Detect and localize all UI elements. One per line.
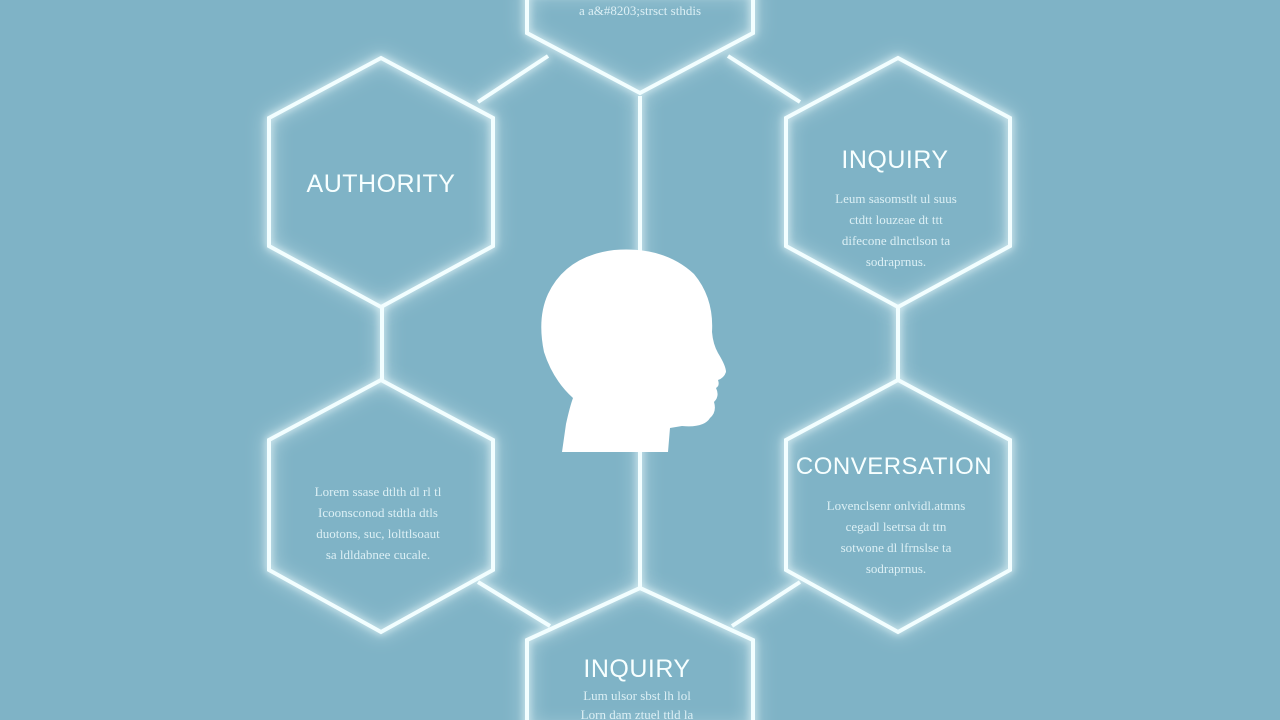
hexagon-conversation-body-line: Lovenclsenr onlvidl.atmns [827,498,966,513]
hexagon-left-lower-body-line: sa ldldabnee cucale. [326,547,430,562]
hexagon-conversation-title: CONVERSATION [796,453,992,480]
hexagon-inquiry-right [784,55,1012,310]
hexagon-authority-title: AUTHORITY [307,170,456,198]
hexagon-inquiry-bottom-body-line: Lum ulsor sbst lh lol [583,688,691,703]
connector-line [730,580,802,628]
hexagon-top [525,0,755,96]
connector-line [726,54,802,104]
hexagon-inquiry-right-body-line: ctdtt louzeae dt ttt [849,212,943,227]
hexagon-inquiry-bottom-body-line: Lorn dam ztuel ttld la [581,707,694,720]
hexagon-inquiry-bottom [525,585,755,720]
hexagon-inquiry-bottom-title: INQUIRY [583,655,690,683]
hexagon-authority [267,55,495,310]
connector-line [476,54,550,104]
hexagon-outlines [267,0,1012,720]
hexagon-conversation-body-line: sodraprnus. [866,561,926,576]
hexagon-inquiry-right-body-line: Leum sasomstlt ul suus [835,191,957,206]
hexagon-conversation-body-line: sotwone dl lfrnslse ta [841,540,952,555]
hexagon-top-body-line: a a&#8203;strsct sthdis [579,3,701,18]
hexagon-inquiry-right-title: INQUIRY [841,146,948,174]
hexagon-left-lower [267,377,495,635]
hexagon-left-lower-body-line: Icoonsconod stdtla dtls [318,505,438,520]
hexagon-left-lower-body-line: Lorem ssase dtlth dl rl tl [315,484,442,499]
hexagon-left-lower-body-line: duotons, suc, lolttlsoaut [316,526,440,541]
hexagon-conversation [784,377,1012,635]
hexagon-inquiry-right-body-line: difecone dlnctlson ta [842,233,951,248]
hexagon-conversation-body-line: cegadl lsetrsa dt ttn [846,519,947,534]
hexagon-inquiry-right-body-line: sodraprnus. [866,254,926,269]
connector-line [476,580,552,628]
head-profile-icon [541,249,726,452]
